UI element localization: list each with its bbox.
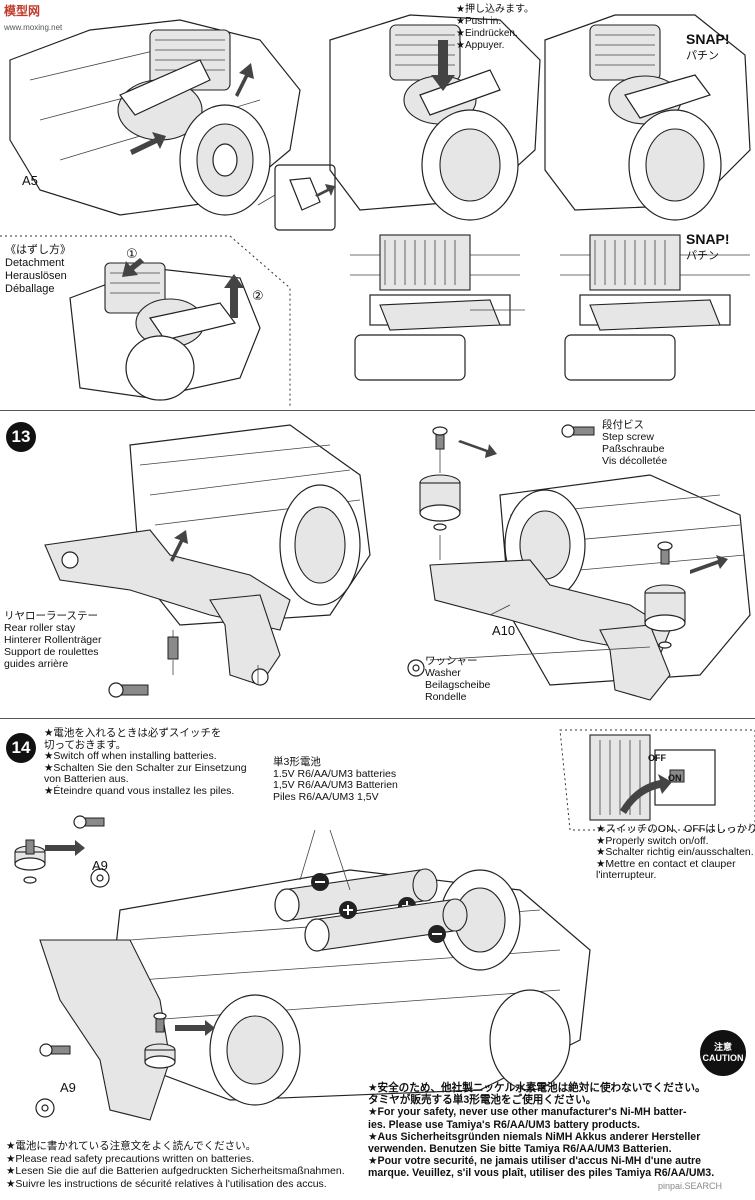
push-in-de: ★Eindrücken. bbox=[456, 28, 518, 39]
detach-fr: Déballage bbox=[5, 283, 55, 295]
detach-jp: 《はずし方》 bbox=[5, 244, 71, 256]
step-screw-fr: Vis décolletée bbox=[602, 455, 668, 467]
switch-note-fr1: ★Mettre en contact et clauper bbox=[596, 857, 736, 870]
illustration-step14-chassis bbox=[14, 815, 591, 1121]
read-precautions-note: ★電池に書かれている注意文をよく読んでください。 ★Please read sa… bbox=[6, 1140, 345, 1190]
push-in-note: ★押し込みます。 ★Push in. ★Eindrücken. ★Appuyer… bbox=[456, 4, 534, 52]
step-screw-de: Paßschraube bbox=[602, 443, 665, 455]
illustration-side-view-2 bbox=[560, 234, 750, 381]
safety-de2: verwenden. Benutzen Sie bitte Tamiya R6/… bbox=[368, 1143, 672, 1156]
safety-en1: ★For your safety, never use other manufa… bbox=[368, 1106, 687, 1119]
washer-jp: ワッシャー bbox=[425, 655, 478, 667]
rear-roller-fr1: Support de roulettes bbox=[4, 646, 99, 658]
step-number-13: 13 bbox=[6, 422, 36, 452]
illustration-step13-right bbox=[419, 424, 751, 701]
batteries-note: 単3形電池 1.5V R6/AA/UM3 batteries 1,5V R6/A… bbox=[273, 756, 398, 803]
switch-on-label: ON bbox=[668, 773, 682, 783]
switch-off-en: ★Switch off when installing batteries. bbox=[44, 750, 217, 762]
batteries-jp: 単3形電池 bbox=[273, 756, 321, 768]
divider-1 bbox=[0, 410, 755, 411]
battery-2 bbox=[304, 898, 468, 952]
rear-roller-en: Rear roller stay bbox=[4, 622, 76, 634]
read-precautions-en: ★Please read safety precautions written … bbox=[6, 1152, 255, 1165]
safety-fr1: ★Pour votre securité, ne jamais utiliser… bbox=[368, 1155, 702, 1168]
snap-label-2: SNAP! bbox=[686, 231, 730, 247]
logo-text: 模型网 bbox=[4, 4, 41, 18]
switch-off-jp1: ★電池を入れるときは必ずスイッチを bbox=[44, 727, 222, 739]
watermark-bottom: pinpai.SEARCH bbox=[658, 1181, 723, 1191]
switch-off-jp2: 切っておきます。 bbox=[44, 738, 127, 751]
step-number-14: 14 bbox=[6, 733, 36, 763]
detach-note: 《はずし方》 Detachment Herauslösen Déballage bbox=[5, 244, 71, 296]
pachin-label-2: パチン bbox=[686, 250, 719, 262]
illustration-snap-1 bbox=[544, 14, 751, 221]
switch-off-label: OFF bbox=[648, 753, 666, 763]
step-screw-note: 段付ビス Step screw Paßschraube Vis décollet… bbox=[602, 419, 667, 467]
step-screw-en: Step screw bbox=[602, 431, 654, 443]
rear-roller-de: Hinterer Rollenträger bbox=[4, 634, 102, 646]
batteries-de: 1,5V R6/AA/UM3 Batterien bbox=[273, 779, 398, 791]
switch-off-de2: von Batterien aus. bbox=[44, 773, 129, 785]
snap-label-1: SNAP! bbox=[686, 31, 730, 47]
safety-de1: ★Aus Sicherheitsgründen niemals NiMH Akk… bbox=[368, 1130, 701, 1143]
illustration-attach-a5 bbox=[9, 19, 336, 231]
push-in-fr: ★Appuyer. bbox=[456, 40, 505, 51]
switch-note-jp: ★スイッチのON、OFFはしっかりと！ bbox=[596, 823, 755, 835]
detach-de: Herauslösen bbox=[5, 270, 67, 282]
push-in-jp: ★押し込みます。 bbox=[456, 4, 534, 15]
detach-en: Detachment bbox=[5, 257, 65, 269]
washer-note: ワッシャー Washer Beilagscheibe Rondelle bbox=[425, 655, 490, 703]
rear-roller-jp: リヤローラーステー bbox=[4, 610, 98, 622]
switch-off-fr: ★Éteindre quand vous installez les piles… bbox=[44, 784, 235, 797]
step-circle-2: ② bbox=[252, 288, 264, 303]
safety-en2: ies. Please use Tamiya's R6/AA/UM3 batte… bbox=[368, 1118, 640, 1131]
label-a5: A5 bbox=[22, 173, 38, 188]
illustration-step13-left bbox=[44, 424, 371, 698]
step-screw-jp: 段付ビス bbox=[602, 419, 644, 431]
label-a9-top: A9 bbox=[92, 858, 108, 873]
switch-note-de: ★Schalter richtig ein/ausschalten. bbox=[596, 846, 754, 858]
switch-note: ★スイッチのON、OFFはしっかりと！ ★Properly switch on/… bbox=[596, 823, 755, 882]
safety-fr2: marque. Veuillez, s'il vous plaît, utili… bbox=[368, 1167, 715, 1180]
caution-jp: 注意 bbox=[713, 1042, 732, 1052]
washer-icon bbox=[407, 659, 425, 677]
battery-1 bbox=[274, 868, 438, 922]
label-a10: A10 bbox=[492, 623, 516, 638]
switch-note-fr2: l'interrupteur. bbox=[596, 869, 657, 881]
safety-jp1: ★安全のため、他社製ニッケル水素電池は絶対に使わないでください。 bbox=[368, 1082, 706, 1094]
watermark-logo: 模型网 www.moxing.net bbox=[4, 2, 62, 33]
label-a9-bottom: A9 bbox=[60, 1080, 76, 1095]
caution-badge: 注意 CAUTION bbox=[700, 1030, 746, 1076]
switch-off-note: ★電池を入れるときは必ずスイッチを 切っておきます。 ★Switch off w… bbox=[44, 727, 247, 797]
switch-note-en: ★Properly switch on/off. bbox=[596, 834, 709, 847]
switch-inset bbox=[559, 729, 755, 831]
read-precautions-de: ★Lesen Sie die auf die Batterien aufgedr… bbox=[6, 1165, 345, 1177]
divider-2 bbox=[0, 718, 755, 719]
rear-roller-note: リヤローラーステー Rear roller stay Hinterer Roll… bbox=[4, 610, 101, 670]
illustration-push-in bbox=[329, 14, 541, 221]
washer-de: Beilagscheibe bbox=[425, 679, 491, 691]
caution-en: CAUTION bbox=[702, 1053, 744, 1063]
switch-off-de1: ★Schalten Sie den Schalter zur Einsetzun… bbox=[44, 761, 247, 774]
detach-frame bbox=[0, 235, 291, 408]
read-precautions-jp: ★電池に書かれている注意文をよく読んでください。 bbox=[6, 1140, 257, 1152]
illustration-side-view-1 bbox=[350, 234, 525, 381]
step-circle-1: ① bbox=[126, 246, 138, 261]
rear-roller-fr2: guides arrière bbox=[4, 658, 69, 670]
washer-en: Washer bbox=[425, 667, 461, 679]
batteries-en: 1.5V R6/AA/UM3 batteries bbox=[273, 767, 397, 780]
safety-note: ★安全のため、他社製ニッケル水素電池は絶対に使わないでください。 タミヤが販売す… bbox=[368, 1082, 714, 1180]
logo-url: www.moxing.net bbox=[4, 23, 63, 32]
read-precautions-fr: ★Suivre les instructions de sécurité rel… bbox=[6, 1177, 327, 1190]
pachin-label-1: パチン bbox=[686, 50, 719, 62]
washer-fr: Rondelle bbox=[425, 691, 467, 703]
batteries-fr: Piles R6/AA/UM3 1,5V bbox=[273, 790, 379, 803]
push-in-en: ★Push in. bbox=[456, 16, 502, 27]
safety-jp2: タミヤが販売する単3形電池をご使用ください。 bbox=[368, 1094, 597, 1107]
